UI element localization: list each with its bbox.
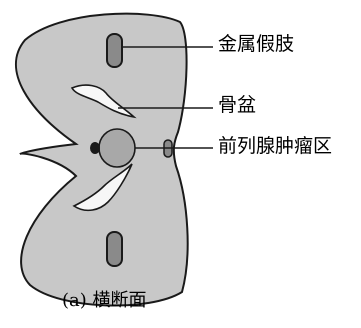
- lower-prosthesis: [107, 232, 122, 266]
- marker-dot: [90, 142, 100, 154]
- pelvis-label: 骨盆: [218, 96, 256, 115]
- upper-prosthesis: [107, 34, 122, 67]
- tumor-label: 前列腺肿瘤区: [218, 137, 332, 156]
- figure-caption: (a) 横断面: [62, 292, 147, 310]
- prosthesis-label: 金属假肢: [218, 35, 294, 54]
- prostate-tumor: [99, 129, 135, 167]
